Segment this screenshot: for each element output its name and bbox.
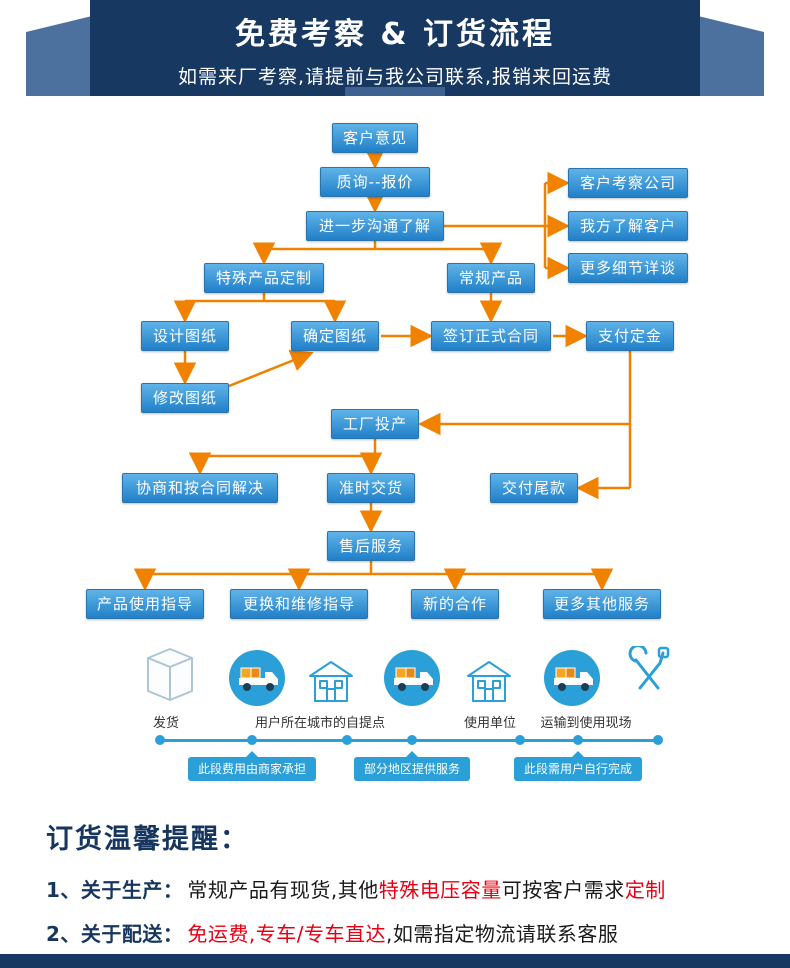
timeline-dot: [515, 735, 525, 745]
logistics-stop-label: 用户所在城市的自提点: [254, 716, 386, 731]
flowchart: 客户意见 质询--报价 进一步沟通了解 客户考察公司 我方了解客户 更多细节详谈…: [0, 96, 790, 636]
flow-node-modify-drawing: 修改图纸: [141, 383, 229, 413]
flow-arrows: [133, 146, 632, 591]
timeline-dot: [653, 735, 663, 745]
house-icon: [467, 661, 511, 702]
reminder-highlight: 特殊电压容量: [378, 878, 502, 902]
flow-node-factory-production: 工厂投产: [331, 409, 419, 439]
reminder-item-delivery: 2、关于配送：免运费,专车/专车直达,如需指定物流请联系客服: [46, 918, 760, 947]
header-ribbon-right: [698, 16, 764, 96]
reminder-item-label: 2、关于配送：: [46, 922, 184, 946]
timeline-dot: [573, 735, 583, 745]
flow-node-pay-deposit: 支付定金: [586, 321, 674, 351]
flow-node-usage-guide: 产品使用指导: [86, 589, 204, 619]
header-ribbon-left: [26, 16, 92, 96]
timeline-dot: [342, 735, 352, 745]
flow-node-repair-guide: 更换和维修指导: [230, 589, 368, 619]
tools-icon: [628, 646, 670, 690]
header-accent-bar: [345, 87, 445, 96]
logistics-segment-tag: 此段需用户自行完成: [513, 757, 643, 781]
reminder-highlight: 免运费,专车/专车直达: [187, 922, 387, 946]
flow-node-sign-contract: 签订正式合同: [431, 321, 551, 351]
flow-node-negotiate: 协商和按合同解决: [122, 473, 278, 503]
reminder-text: ,如需指定物流请联系客服: [386, 922, 619, 946]
reminder-title: 订货温馨提醒：: [46, 824, 249, 855]
truck-icon: [384, 650, 440, 706]
flow-node-special-product: 特殊产品定制: [204, 263, 324, 293]
reminder-text: 可按客户需求: [501, 878, 625, 902]
reminder-item-label: 1、关于生产：: [46, 878, 184, 902]
flow-node-pay-balance: 交付尾款: [490, 473, 578, 503]
flow-node-after-sales: 售后服务: [327, 531, 415, 561]
timeline-dot: [155, 735, 165, 745]
footer-bar: [0, 954, 790, 968]
house-icon: [309, 661, 353, 702]
reminder-highlight: 定制: [624, 878, 666, 902]
flow-node-customer-visit-company: 客户考察公司: [568, 168, 688, 198]
reminder-item-production: 1、关于生产：常规产品有现货,其他特殊电压容量可按客户需求定制: [46, 874, 760, 903]
timeline-dot: [407, 735, 417, 745]
flow-node-more-details: 更多细节详谈: [568, 253, 688, 283]
logistics-strip: 发货 用户所在城市的自提点 使用单位 运输到使用现场 此段费用由商家承担 部分地…: [0, 636, 790, 801]
truck-icon: [229, 650, 285, 706]
page-subtitle: 如需来厂考察,请提前与我公司联系,报销来回运费: [177, 66, 613, 88]
order-reminder: 订货温馨提醒： 1、关于生产：常规产品有现货,其他特殊电压容量可按客户需求定制 …: [0, 801, 790, 968]
flow-node-more-services: 更多其他服务: [543, 589, 661, 619]
header-banner: 免费考察 & 订货流程 如需来厂考察,请提前与我公司联系,报销来回运费: [0, 0, 790, 96]
flow-node-we-understand-customer: 我方了解客户: [568, 211, 688, 241]
flow-node-regular-product: 常规产品: [447, 263, 535, 293]
header-center: 免费考察 & 订货流程 如需来厂考察,请提前与我公司联系,报销来回运费: [90, 0, 700, 96]
flow-node-customer-opinion: 客户意见: [332, 123, 418, 153]
flow-node-inquiry-quote: 质询--报价: [320, 167, 430, 197]
flow-node-new-cooperation: 新的合作: [411, 589, 499, 619]
flow-node-further-communication: 进一步沟通了解: [306, 211, 444, 241]
flow-node-confirm-drawing: 确定图纸: [291, 321, 379, 351]
reminder-text: 常规产品有现货,其他: [187, 878, 379, 902]
logistics-segment-tag: 此段费用由商家承担: [187, 757, 317, 781]
logistics-stop-label: 发货: [152, 716, 180, 731]
logistics-stop-label: 使用单位: [463, 716, 517, 731]
flow-node-design-drawing: 设计图纸: [141, 321, 229, 351]
timeline-dot: [247, 735, 257, 745]
logistics-segment-tag: 部分地区提供服务: [353, 757, 471, 781]
shipping-box-icon: [147, 648, 193, 701]
logistics-stop-label: 运输到使用现场: [540, 716, 632, 731]
page-title: 免费考察 & 订货流程: [234, 17, 556, 52]
truck-icon: [544, 650, 600, 706]
flow-node-on-time-delivery: 准时交货: [327, 473, 415, 503]
